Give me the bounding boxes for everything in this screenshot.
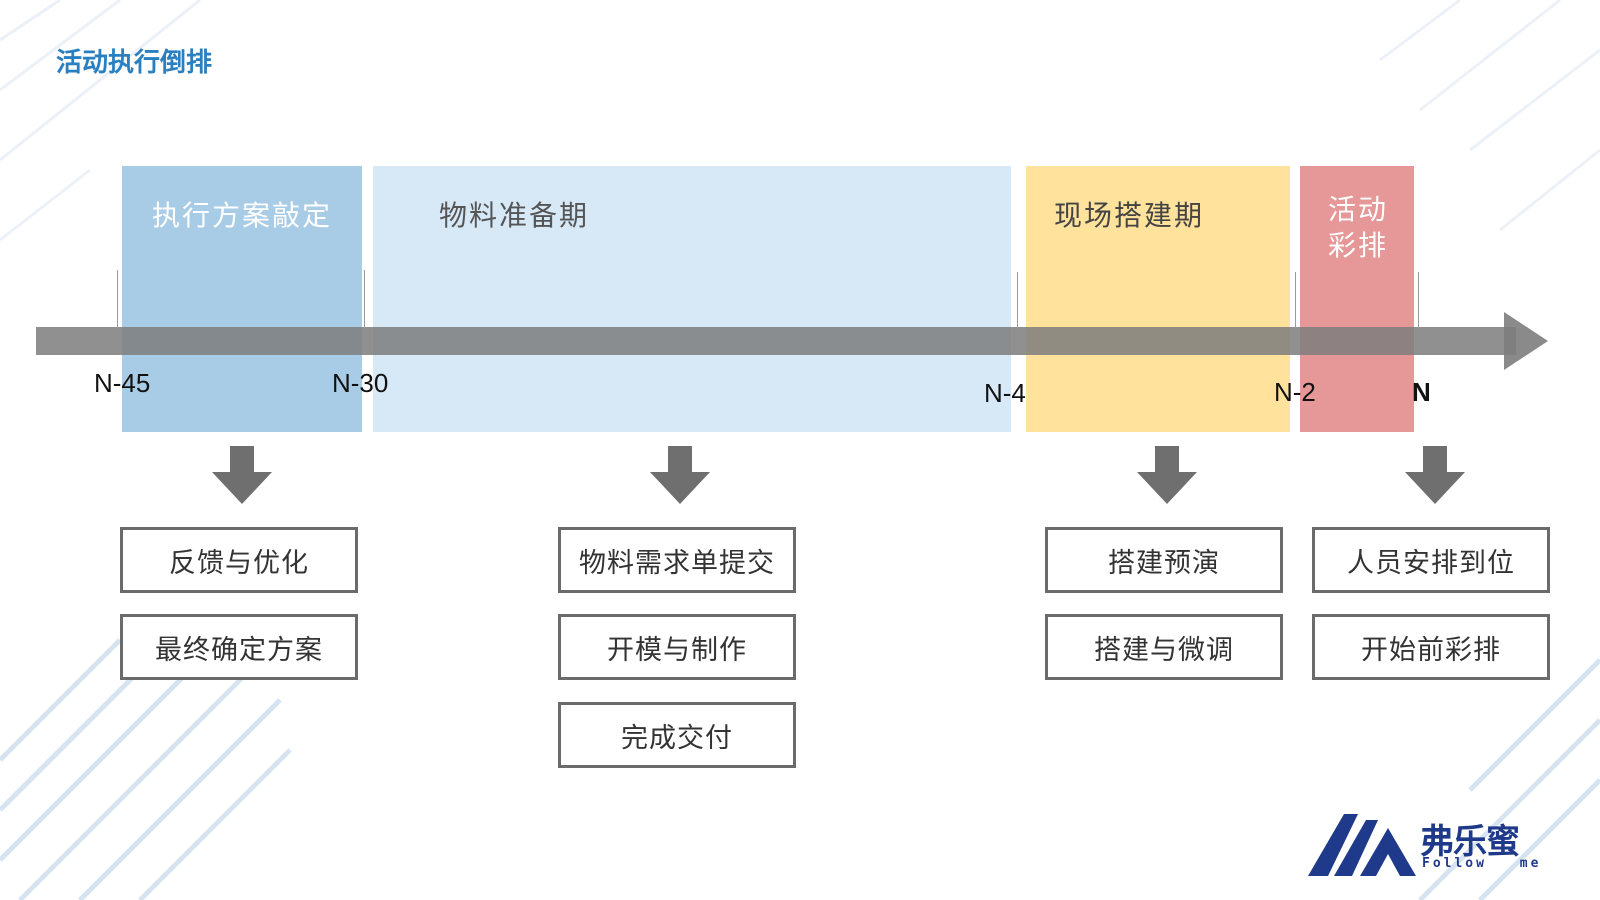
marker-n4: N-4 (984, 378, 1026, 408)
down-arrow-icon (212, 446, 272, 504)
brand-logo: 弗乐蜜 Follow me (1308, 810, 1544, 878)
phase-plan-finalization: 执行方案敲定 (122, 166, 362, 432)
task-box: 物料需求单提交 (558, 527, 796, 593)
task-box: 开模与制作 (558, 614, 796, 680)
timeline-arrow (36, 312, 1548, 370)
task-box: 搭建预演 (1045, 527, 1283, 593)
phase-label: 物料准备期 (439, 199, 590, 232)
phase-material-prep: 物料准备期 (373, 166, 1011, 432)
logo-text-cn: 弗乐蜜 (1420, 822, 1520, 862)
task-box: 完成交付 (558, 702, 796, 768)
logo-text-en: Follow me (1422, 856, 1542, 871)
task-box: 人员安排到位 (1312, 527, 1550, 593)
tick-n4 (1017, 272, 1018, 328)
phase-onsite-setup: 现场搭建期 (1026, 166, 1290, 432)
marker-n30: N-30 (332, 368, 389, 398)
task-box: 反馈与优化 (120, 527, 358, 593)
mountain-logo-icon (1308, 814, 1416, 876)
task-box: 最终确定方案 (120, 614, 358, 680)
marker-n2: N-2 (1274, 377, 1316, 407)
marker-n: N (1412, 377, 1431, 407)
down-arrow-icon (650, 446, 710, 504)
down-arrow-icon (1405, 446, 1465, 504)
marker-n45: N-45 (94, 368, 151, 398)
tick-n30 (364, 270, 365, 328)
down-arrow-icon (1137, 446, 1197, 504)
phase-label-line2: 彩排 (1328, 229, 1389, 262)
phase-label: 执行方案敲定 (152, 199, 333, 232)
task-box: 搭建与微调 (1045, 614, 1283, 680)
page-title: 活动执行倒排 (56, 48, 213, 78)
tick-n (1418, 272, 1419, 328)
phase-label: 现场搭建期 (1054, 199, 1205, 232)
phase-label-line1: 活动 (1328, 193, 1389, 226)
task-box: 开始前彩排 (1312, 614, 1550, 680)
phase-rehearsal: 活动 彩排 (1300, 166, 1414, 432)
tick-n45 (117, 270, 118, 328)
tick-n2 (1295, 272, 1296, 328)
